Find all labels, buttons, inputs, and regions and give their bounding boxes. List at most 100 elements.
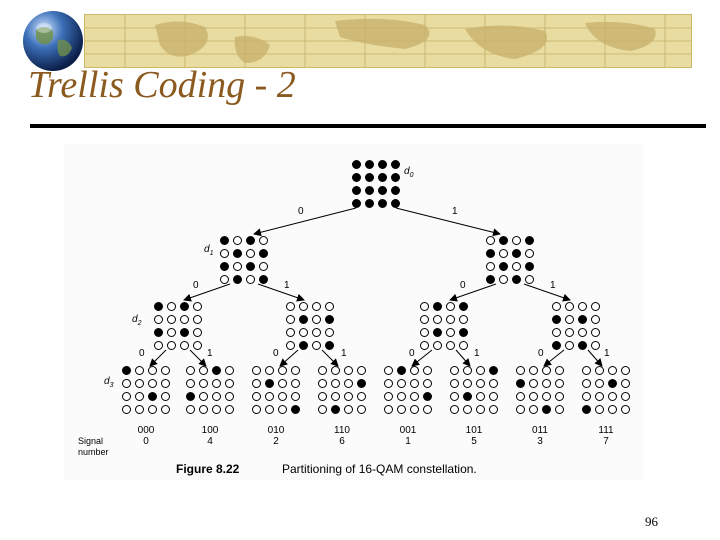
signal-point-empty [542,366,551,375]
signal-point-empty [167,341,176,350]
subset-leaf [122,366,170,414]
signal-point-filled [365,199,374,208]
signal-point-filled [212,366,221,375]
tree-branch-arrow [149,349,167,367]
signal-point-filled [352,160,361,169]
leaf-code: 100 [202,425,219,436]
signal-point-empty [591,302,600,311]
signal-point-filled [259,249,268,258]
signal-point-empty [459,341,468,350]
signal-point-filled [582,405,591,414]
branch-bit: 1 [550,280,556,291]
signal-point-empty [154,315,163,324]
signal-point-empty [578,328,587,337]
signal-point-empty [410,405,419,414]
signal-point-empty [486,262,495,271]
signal-point-empty [591,315,600,324]
signal-point-filled [486,275,495,284]
signal-point-empty [529,366,538,375]
signal-point-empty [608,405,617,414]
signal-point-filled [299,315,308,324]
signal-point-filled [391,173,400,182]
signal-point-filled [486,249,495,258]
d1-label: d1 [204,244,214,257]
signal-point-filled [397,366,406,375]
signal-point-empty [582,379,591,388]
tree-branch-arrow [523,283,571,302]
signal-point-empty [161,392,170,401]
world-map-graphic [85,15,691,67]
signal-point-empty [122,379,131,388]
tree-branch-arrow [183,283,231,302]
signal-point-filled [378,160,387,169]
signal-point-empty [565,302,574,311]
signal-point-empty [180,341,189,350]
signal-point-empty [499,275,508,284]
signal-point-empty [246,249,255,258]
signal-point-empty [225,392,234,401]
tree-branch-arrow [411,349,433,367]
signal-point-empty [259,262,268,271]
signal-point-empty [486,236,495,245]
signal-point-empty [180,315,189,324]
signal-point-empty [499,249,508,258]
leaf-signal: 0 [143,436,149,447]
signal-point-empty [595,379,604,388]
signal-point-empty [529,405,538,414]
signal-point-empty [299,302,308,311]
branch-bit: 1 [341,348,347,359]
signal-point-empty [344,366,353,375]
signal-point-empty [529,379,538,388]
signal-point-empty [410,379,419,388]
signal-point-empty [252,405,261,414]
tree-branch-arrow [257,283,305,302]
signal-point-empty [463,366,472,375]
signal-point-empty [148,379,157,388]
branch-bit: 1 [207,348,213,359]
signal-point-filled [552,315,561,324]
subset-leaf [384,366,432,414]
signal-point-filled [391,186,400,195]
signal-point-empty [476,379,485,388]
d2-label: d2 [132,314,142,327]
signal-point-filled [154,302,163,311]
signal-point-empty [122,392,131,401]
signal-point-empty [397,405,406,414]
partition-tree: d0 d1 d2 d3 0 1 0 1 0 1 0 1 0 1 0 1 0 1 … [78,160,630,476]
signal-point-empty [446,315,455,324]
signal-point-filled [365,186,374,195]
signal-point-filled [365,160,374,169]
signal-point-empty [331,392,340,401]
signal-point-empty [463,379,472,388]
branch-bit: 0 [538,348,544,359]
branch-bit: 0 [298,206,304,217]
tree-branch-arrow [449,283,497,302]
signal-point-empty [148,366,157,375]
signal-point-empty [167,302,176,311]
signal-point-empty [252,366,261,375]
subset-leaf [318,366,366,414]
signal-point-filled [459,328,468,337]
tree-branch-arrow [455,349,471,367]
signal-point-filled [542,405,551,414]
signal-point-empty [608,392,617,401]
signal-point-empty [621,379,630,388]
signal-point-filled [516,379,525,388]
signal-point-filled [608,379,617,388]
signal-point-empty [135,392,144,401]
signal-point-empty [450,366,459,375]
signal-point-filled [459,302,468,311]
signal-point-empty [459,315,468,324]
leaf-signal: 4 [207,436,213,447]
signal-point-empty [525,249,534,258]
signal-point-empty [433,341,442,350]
slide-title: Trellis Coding - 2 [28,64,296,106]
signal-point-empty [512,236,521,245]
signal-point-empty [331,379,340,388]
tree-branch-arrow [189,349,207,367]
signal-point-empty [312,328,321,337]
signal-point-empty [476,392,485,401]
signal-point-filled [233,275,242,284]
signal-point-empty [291,366,300,375]
signal-point-empty [489,392,498,401]
